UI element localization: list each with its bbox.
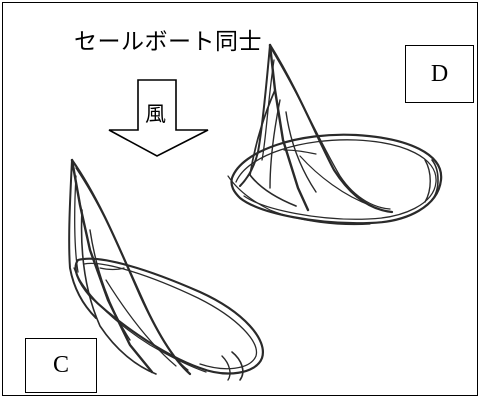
figure-title: セールボート同士	[74, 29, 262, 55]
boat-label-c: C	[25, 338, 97, 393]
sailboat-d	[227, 43, 443, 226]
wind-arrow	[108, 79, 209, 157]
sailboat-c	[68, 158, 264, 381]
wind-label: 風	[145, 102, 166, 126]
boat-label-d: D	[405, 45, 474, 103]
